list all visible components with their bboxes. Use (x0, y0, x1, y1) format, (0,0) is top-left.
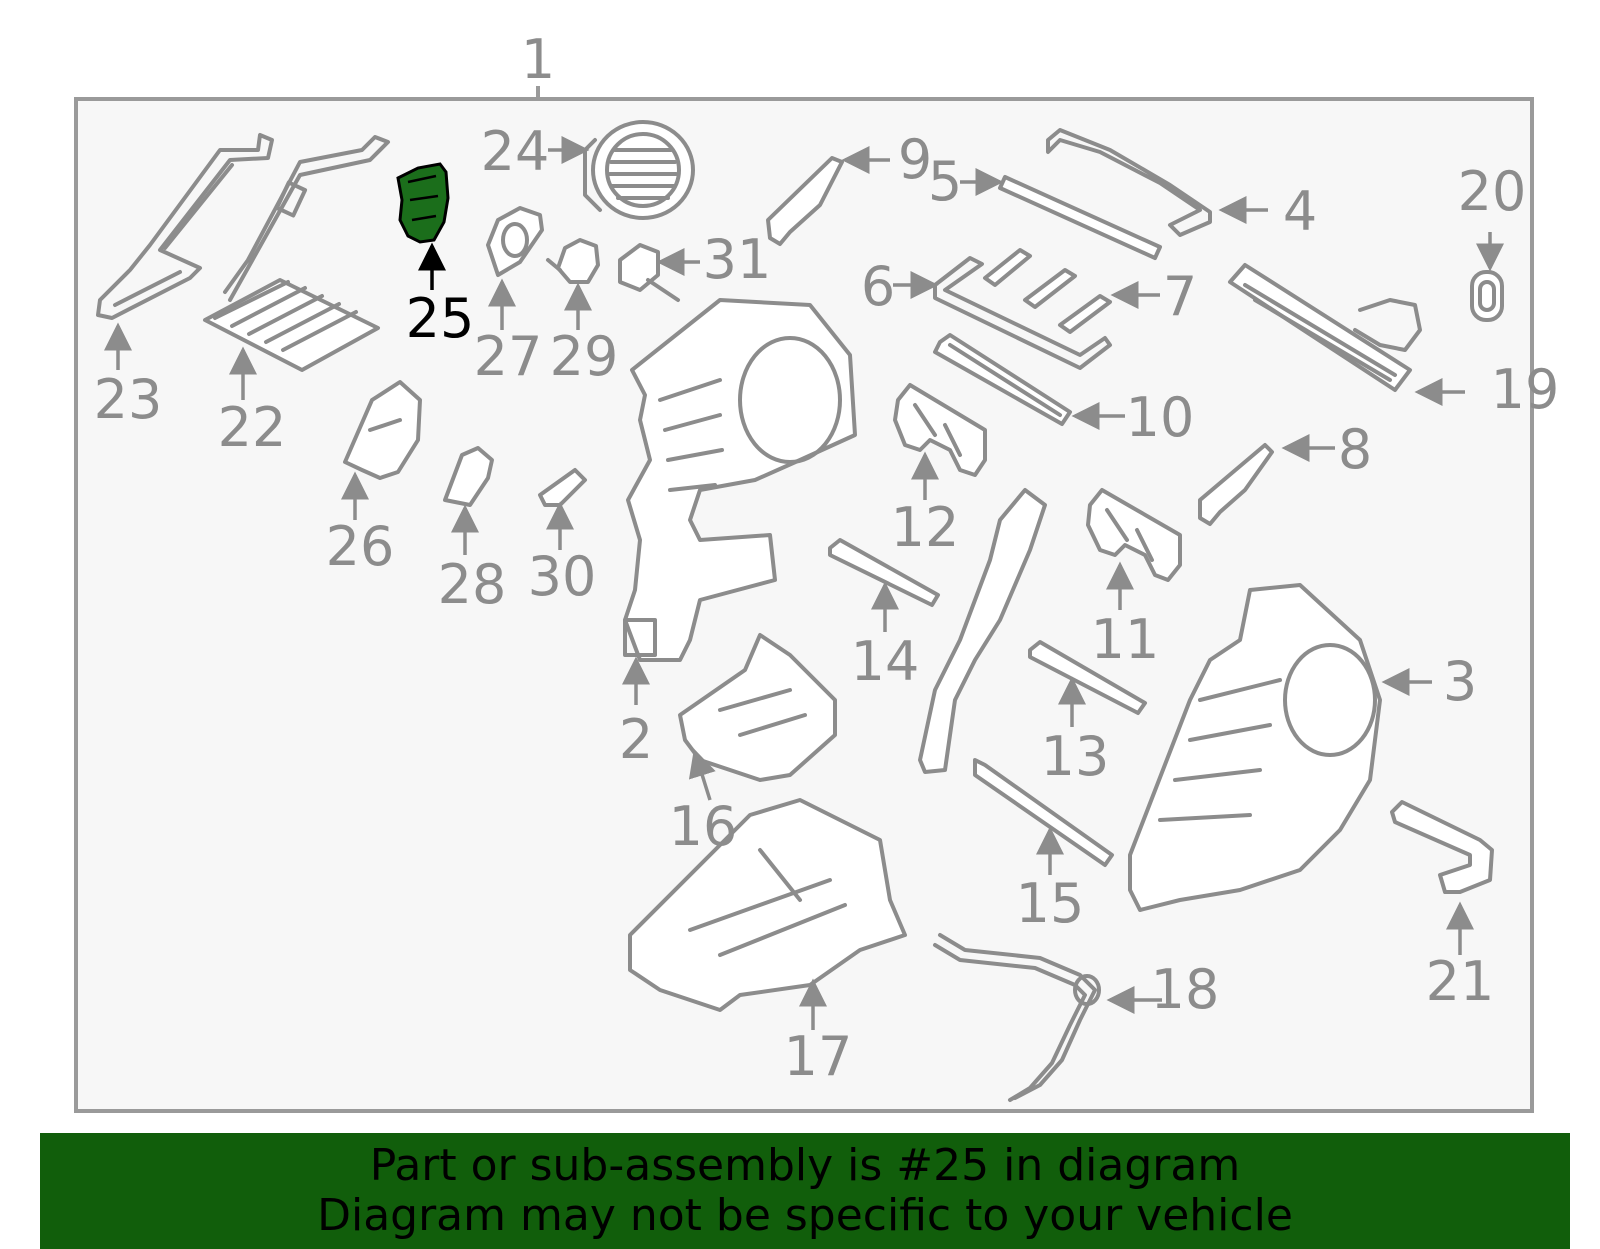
callout-labels: 2 3 4 5 6 7 8 9 10 11 12 13 14 15 16 17 … (94, 120, 1560, 1088)
callout-13: 13 (1041, 725, 1110, 788)
part-15 (973, 758, 1114, 867)
part-4 (1046, 128, 1212, 237)
callout-11: 11 (1091, 608, 1160, 671)
part-22-heater-core (203, 135, 390, 372)
assembly-label: 1 (521, 28, 555, 91)
part-12 (893, 383, 987, 477)
part-18-drain-hose (933, 933, 1101, 1102)
callout-24: 24 (481, 120, 550, 183)
callout-16: 16 (669, 795, 738, 858)
callout-8: 8 (1338, 418, 1372, 481)
part-27 (486, 206, 544, 277)
callout-31: 31 (703, 228, 772, 291)
part-20-grommet (1470, 270, 1504, 322)
part-24-blower-motor (583, 120, 695, 220)
callout-9: 9 (898, 128, 932, 191)
callout-4: 4 (1283, 180, 1317, 243)
callout-5: 5 (928, 150, 962, 213)
callout-26: 26 (326, 515, 395, 578)
callout-6: 6 (861, 255, 895, 318)
callout-23: 23 (94, 368, 163, 431)
part-8 (1198, 443, 1274, 526)
part-6 (933, 256, 1112, 370)
part-21 (1390, 800, 1494, 894)
callout-3: 3 (1443, 650, 1477, 713)
part-7 (983, 248, 1112, 334)
info-banner: Part or sub-assembly is #25 in diagram D… (40, 1133, 1570, 1249)
part-10 (933, 333, 1072, 426)
callout-2: 2 (619, 708, 653, 771)
part-13 (1028, 640, 1147, 715)
callout-20: 20 (1458, 160, 1527, 223)
callout-27: 27 (474, 325, 543, 388)
part-9 (766, 156, 844, 246)
part-14 (828, 538, 940, 607)
callout-25: 25 (406, 287, 475, 350)
part-11 (1086, 488, 1182, 582)
leader-arrows (104, 136, 1504, 1030)
callout-10: 10 (1126, 386, 1195, 449)
part-30 (538, 468, 587, 507)
callout-29: 29 (550, 325, 619, 388)
callout-15: 15 (1016, 872, 1085, 935)
banner-line-1: Part or sub-assembly is #25 in diagram (369, 1140, 1241, 1191)
part-25-highlighted[interactable] (396, 162, 450, 244)
callout-21: 21 (1426, 950, 1495, 1013)
callout-18: 18 (1151, 958, 1220, 1021)
part-29 (546, 238, 600, 284)
part-2-housing (623, 298, 857, 662)
part-3-housing (1128, 583, 1382, 912)
callout-22: 22 (218, 396, 287, 459)
callout-19: 19 (1491, 358, 1560, 421)
banner-line-2: Diagram may not be specific to your vehi… (317, 1190, 1293, 1241)
callout-14: 14 (851, 630, 920, 693)
callout-30: 30 (528, 545, 597, 608)
part-19-evaporator (1228, 263, 1422, 392)
part-divider (918, 488, 1047, 774)
callout-28: 28 (438, 553, 507, 616)
callout-12: 12 (891, 496, 960, 559)
callout-7: 7 (1163, 265, 1197, 328)
part-17-lower-housing (628, 798, 907, 1012)
part-23-heater-pipe (96, 133, 274, 320)
callout-17: 17 (784, 1025, 853, 1088)
